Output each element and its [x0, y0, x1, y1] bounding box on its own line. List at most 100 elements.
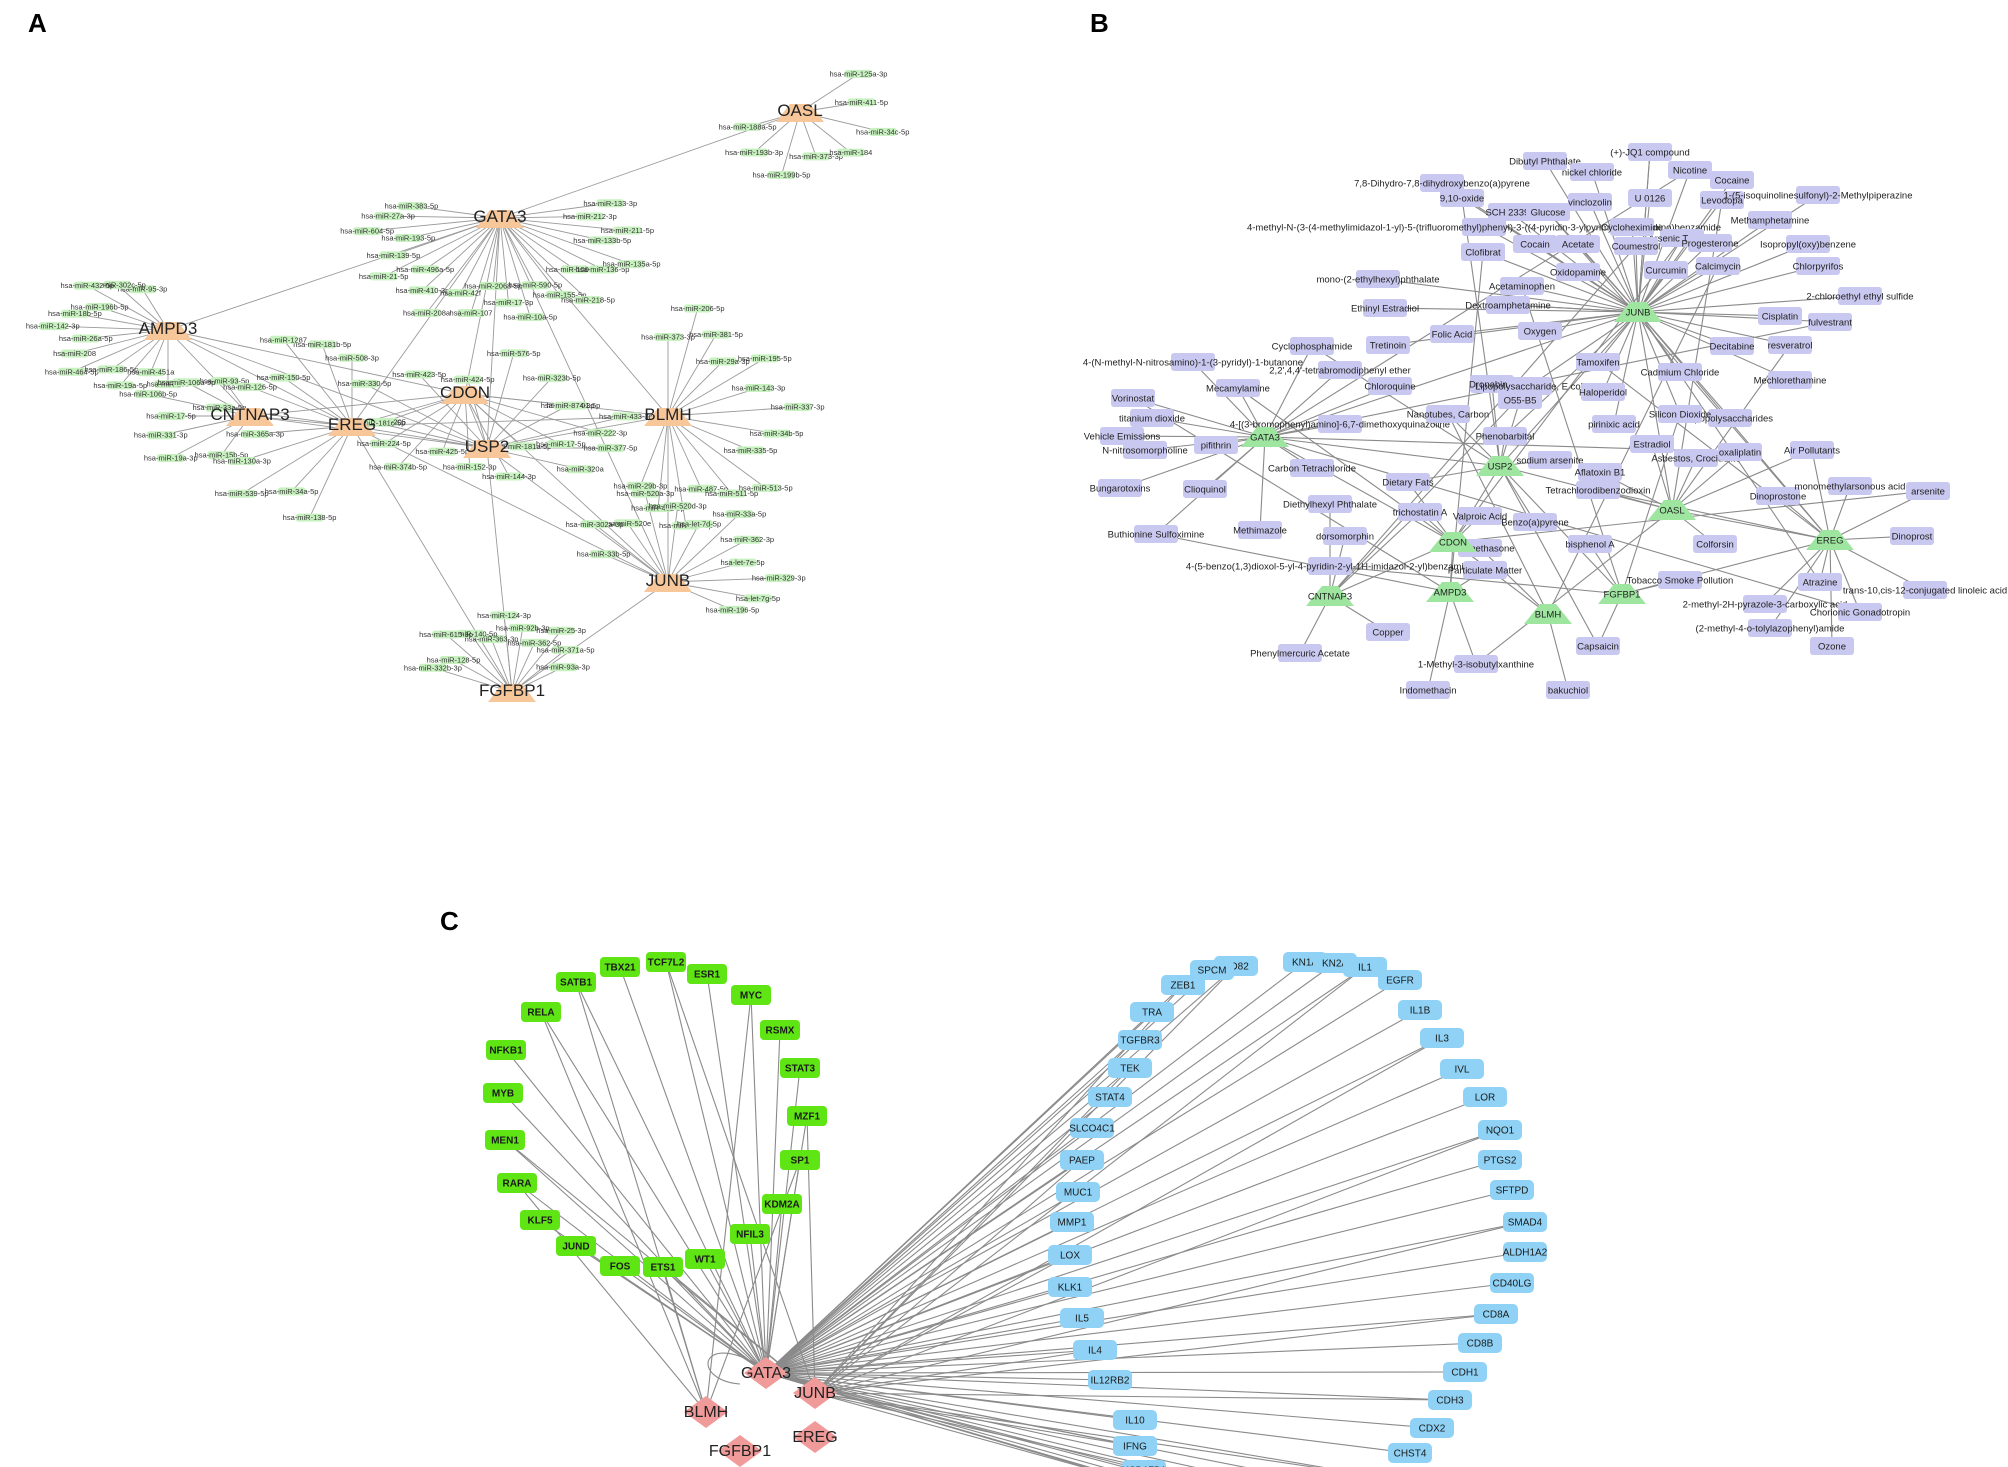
mirna-label: hsa-miR-511-5p: [705, 489, 758, 498]
target-node-shape: [1060, 1150, 1104, 1170]
chemical-node: (2-methyl-4-o-tolylazophenyl)amide: [1696, 619, 1844, 637]
tf-label: SP1: [791, 1156, 810, 1167]
chemical-node: pifithrin: [1194, 436, 1238, 454]
tf-node-shape: [485, 1130, 525, 1150]
hub-label: JUNB: [646, 571, 690, 590]
mirna-label: hsa-miR-142-3p: [26, 322, 80, 331]
hub-shape: [1648, 500, 1696, 520]
mirna-label: hsa-miR-513-5p: [739, 483, 793, 492]
mirna-node: hsa-miR-508-3p: [325, 353, 379, 362]
chemical-node-shape: [1756, 487, 1800, 505]
mirna-node-shape: [744, 383, 773, 392]
chemical-node-shape: [1570, 163, 1614, 181]
mirna-label: hsa-miR-320a: [557, 465, 605, 474]
chemical-node: Tobacco Smoke Pollution: [1627, 571, 1733, 589]
hub-shape: [328, 418, 376, 436]
mirna-node-shape: [586, 428, 615, 437]
mirna-node: hsa-miR-520e: [604, 519, 651, 528]
chemical-label: Arsenic Trioxide: [1648, 234, 1716, 245]
mirna-node: hsa-miR-373-3p: [789, 152, 843, 161]
chemical-label: Cyclophosphamide: [1272, 342, 1353, 353]
mirna-node-shape: [718, 605, 747, 614]
mirna-node: hsa-miR-513-5p: [739, 483, 793, 492]
mirna-node-shape: [764, 574, 793, 583]
mirna-node: hsa-miR-17-3p: [484, 298, 534, 307]
target-label: TRA: [1142, 1008, 1162, 1019]
edge: [704, 1258, 767, 1374]
chemical-node-shape: [1486, 296, 1530, 314]
tf-node: NFKB1: [486, 1040, 526, 1060]
mirna-label: hsa-miR-362-3p: [720, 535, 774, 544]
target-node: IL10: [1113, 1410, 1157, 1430]
chemical-node: Cycloheximide: [1601, 218, 1663, 236]
hub-label: USP2: [1488, 462, 1513, 473]
mirna-label: hsa-miR-222-3p: [573, 428, 627, 437]
chemical-label: arsenite: [1911, 487, 1945, 498]
mirna-label: hsa-miR-365a-3p: [226, 430, 284, 439]
edge: [1671, 509, 1831, 541]
mirna-label: hsa-miR-93a-3p: [536, 663, 590, 672]
chemical-node-shape: [1518, 322, 1562, 340]
edge: [765, 1067, 1131, 1374]
mirna-node-shape: [654, 333, 682, 342]
edge: [765, 1129, 1501, 1374]
mirna-label: hsa-miR-33a-5p: [192, 403, 246, 412]
mirna-node-shape: [97, 365, 126, 374]
hub-label: AMPD3: [139, 319, 198, 338]
mirna-node: hsa-let-7g-5p: [736, 594, 780, 603]
mirna-node-shape: [750, 354, 779, 363]
mirna-node: hsa-miR-142-3p: [26, 322, 80, 331]
chemical-label: Valproic Acid: [1453, 512, 1507, 523]
edge: [1637, 243, 1809, 313]
edge: [486, 447, 513, 693]
mirna-node: hsa-miR-302c-5p: [88, 280, 146, 289]
chemical-label: 4-(N-methyl-N-nitrosamino)-1-(3-pyridyl)…: [1083, 358, 1303, 369]
mirna-node: hsa-miR-874-3p: [541, 401, 595, 410]
tf-label: RELA: [527, 1008, 554, 1019]
chemical-label: N-nitrosomorpholine: [1102, 446, 1188, 457]
hub-shape: [488, 684, 536, 702]
chemical-label: Chloroquine: [1364, 382, 1415, 393]
chemical-node-shape: [1693, 535, 1737, 553]
mirna-node-shape: [495, 472, 524, 481]
chemical-node: Bungarotoxins: [1090, 479, 1151, 497]
edge: [499, 217, 531, 318]
mirna-label: hsa-miR-425-5p: [415, 447, 469, 456]
edge: [1264, 436, 1454, 543]
target-node-shape: [1073, 1340, 1117, 1360]
chemical-node-shape: [1098, 479, 1142, 497]
target-label: CDH1: [1451, 1368, 1479, 1379]
mirna-node-shape: [446, 288, 475, 297]
mirna-label: hsa-miR-212-3p: [563, 212, 617, 221]
panel-label-c: C: [440, 906, 459, 936]
hub-label: EREG: [328, 415, 376, 434]
chemical-label: SCH 23390: [1485, 208, 1534, 219]
mirna-label: hsa-miR-93-5p: [200, 377, 250, 386]
mirna-label: hsa-miR-374b-5p: [369, 462, 427, 471]
mirna-label: hsa-miR-92b-3p: [496, 623, 550, 632]
target-node: CDH1: [1443, 1362, 1487, 1382]
chemical-label: Benzo(a)pyrene: [1501, 518, 1569, 529]
mirna-label: hsa-miR-143-3p: [732, 383, 786, 392]
mirna-node: hsa-miR-124-3p: [477, 611, 531, 620]
target-label: ALDH1A2: [1503, 1248, 1548, 1259]
mirna-node-shape: [844, 69, 873, 78]
mirna-label: hsa-miR-29a-3p: [696, 357, 750, 366]
chemical-label: Progesterone: [1681, 239, 1738, 250]
target-node: SMAD4: [1503, 1212, 1547, 1232]
mirna-node: hsa-miR-208a: [403, 308, 451, 317]
chemical-node-shape: [1556, 263, 1600, 281]
edge: [1811, 449, 1831, 541]
mirna-label: hsa-miR-332b-3p: [404, 663, 462, 672]
mirna-label: hsa-miR-29b-3p: [614, 481, 668, 490]
mirna-node-shape: [762, 429, 791, 438]
chemical-node: Silicon Dioxide: [1649, 405, 1711, 423]
chemical-node: Methimazole: [1233, 521, 1287, 539]
chemical-node-shape: [1700, 191, 1744, 209]
target-node-shape: [1108, 1058, 1152, 1078]
edge: [667, 539, 748, 583]
chemical-node-shape: [1906, 482, 1950, 500]
mirna-label: hsa-miR-464-5p: [45, 367, 99, 376]
mirna-node-shape: [553, 401, 582, 410]
mirna-node-shape: [477, 635, 506, 644]
